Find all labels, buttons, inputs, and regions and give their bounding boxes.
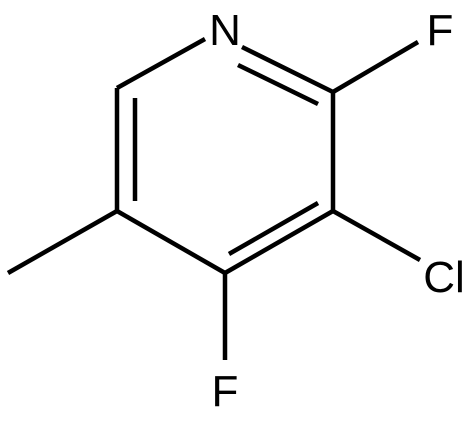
atom-label-nitrogen: N [209, 6, 241, 55]
bond-c6-n1 [115, 37, 207, 90]
bond-n1-c2 [241, 44, 334, 95]
bond-c3-c4 [223, 209, 335, 275]
bond-c5-methyl [6, 209, 119, 275]
bond-c2-f [331, 40, 420, 94]
atom-label-chlorine-3: Cl [423, 253, 465, 302]
bond-c3-cl [331, 209, 422, 262]
atom-label-fluorine-2: F [427, 6, 454, 55]
atom-label-fluorine-4: F [212, 367, 239, 416]
bond-c4-c5 [115, 209, 227, 275]
bond-c3-c4-inner [227, 201, 320, 256]
bond-n1-c2-inner [237, 62, 319, 107]
